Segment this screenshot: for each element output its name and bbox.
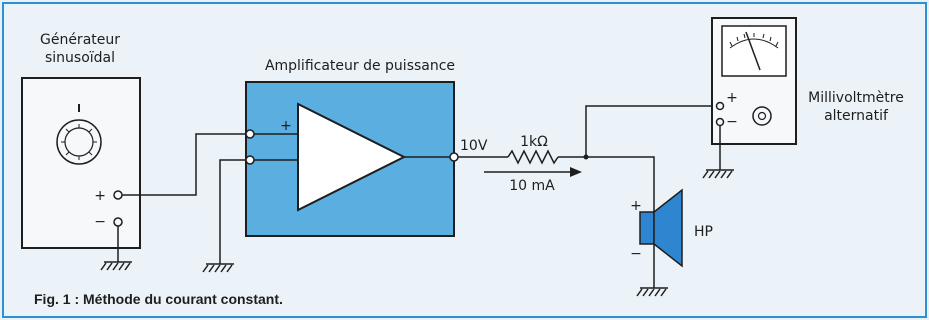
generator-plus-terminal [113, 190, 123, 200]
ground-symbol-icon [202, 263, 234, 273]
meter-minus-terminal [715, 117, 725, 127]
ground-symbol-icon [636, 244, 668, 297]
amplifier-input-terminal-minus [245, 155, 255, 165]
current-value-label: 10 mA [509, 178, 555, 194]
generator-terminal-plus: + [94, 188, 106, 204]
generator-label-line2: sinusoïdal [45, 50, 115, 66]
input-wire [122, 133, 246, 196]
speaker-terminal-minus: − [630, 246, 642, 262]
ground-symbol-icon [100, 226, 132, 271]
meter-wire [585, 105, 720, 157]
amp-ground-wire [219, 159, 246, 264]
resistor-value-label: 1kΩ [520, 134, 548, 150]
meter-terminal-plus: + [726, 90, 738, 106]
meter-knob-icon [752, 106, 772, 126]
meter-terminal-minus: − [726, 114, 738, 130]
amplifier-input-plus: + [280, 118, 292, 134]
op-amp-triangle-icon [297, 102, 407, 212]
generator-device: + − [21, 77, 141, 249]
meter-plus-terminal [715, 101, 725, 111]
amplifier-label: Amplificateur de puissance [265, 58, 455, 74]
output-voltage-label: 10V [460, 138, 488, 154]
amplifier-input-terminal-plus [245, 129, 255, 139]
generator-minus-terminal [113, 217, 123, 227]
speaker-label: HP [694, 224, 713, 240]
figure-caption: Fig. 1 : Méthode du courant constant. [34, 291, 283, 307]
speaker-wire [586, 156, 655, 212]
generator-terminal-minus: − [94, 214, 106, 230]
amplifier-output-terminal [449, 152, 459, 162]
current-arrowhead-icon [570, 167, 582, 177]
frequency-dial-icon [56, 104, 102, 165]
millivoltmeter-device: + − [711, 17, 797, 145]
meter-needle-icon [745, 31, 761, 71]
amplifier-block: + [245, 81, 459, 237]
speaker-icon [639, 188, 683, 268]
millivoltmeter-label-line2: alternatif [824, 108, 889, 124]
resistor-icon [507, 149, 559, 165]
speaker-terminal-plus: + [630, 198, 642, 214]
generator-label-line1: Générateur [40, 32, 120, 48]
ground-symbol-icon [702, 126, 734, 179]
millivoltmeter-label-line1: Millivoltmètre [808, 90, 904, 106]
